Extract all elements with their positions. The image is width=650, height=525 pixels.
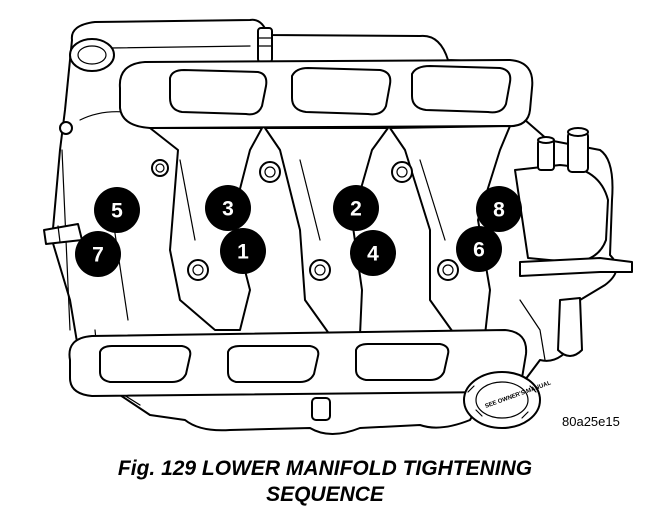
sequence-marker-3: 3 bbox=[205, 185, 251, 231]
sequence-marker-4: 4 bbox=[350, 230, 396, 276]
sequence-marker-5-label: 5 bbox=[111, 200, 123, 223]
sequence-marker-5: 5 bbox=[94, 187, 140, 233]
sequence-marker-1: 1 bbox=[220, 228, 266, 274]
coolant-cap: SEE OWNER'S MANUAL bbox=[463, 371, 552, 429]
sequence-marker-1-label: 1 bbox=[237, 241, 249, 264]
top-stud bbox=[257, 27, 273, 63]
sequence-marker-7-label: 7 bbox=[92, 244, 104, 267]
upper-flange bbox=[118, 59, 534, 129]
manifold-runners bbox=[109, 125, 511, 336]
sequence-marker-6: 6 bbox=[456, 226, 502, 272]
sequence-marker-8: 8 bbox=[476, 186, 522, 232]
sequence-marker-3-label: 3 bbox=[222, 198, 234, 221]
figure-caption-line-1: Fig. 129 LOWER MANIFOLD TIGHTENING bbox=[117, 457, 533, 480]
sequence-marker-7: 7 bbox=[75, 231, 121, 277]
sequence-marker-4-label: 4 bbox=[367, 243, 379, 266]
lower-flange bbox=[68, 329, 528, 397]
thermostat-housing bbox=[514, 127, 633, 357]
left-fitting bbox=[43, 223, 83, 245]
bottom-plug bbox=[311, 397, 331, 421]
sequence-marker-2: 2 bbox=[333, 185, 379, 231]
oil-fill-cap bbox=[69, 38, 115, 72]
sequence-marker-2-label: 2 bbox=[350, 198, 362, 221]
sequence-marker-8-label: 8 bbox=[493, 199, 505, 222]
sequence-marker-6-label: 6 bbox=[473, 239, 485, 262]
figure-code: 80a25e15 bbox=[562, 414, 620, 429]
figure-caption-line-2: SEQUENCE bbox=[266, 483, 384, 506]
